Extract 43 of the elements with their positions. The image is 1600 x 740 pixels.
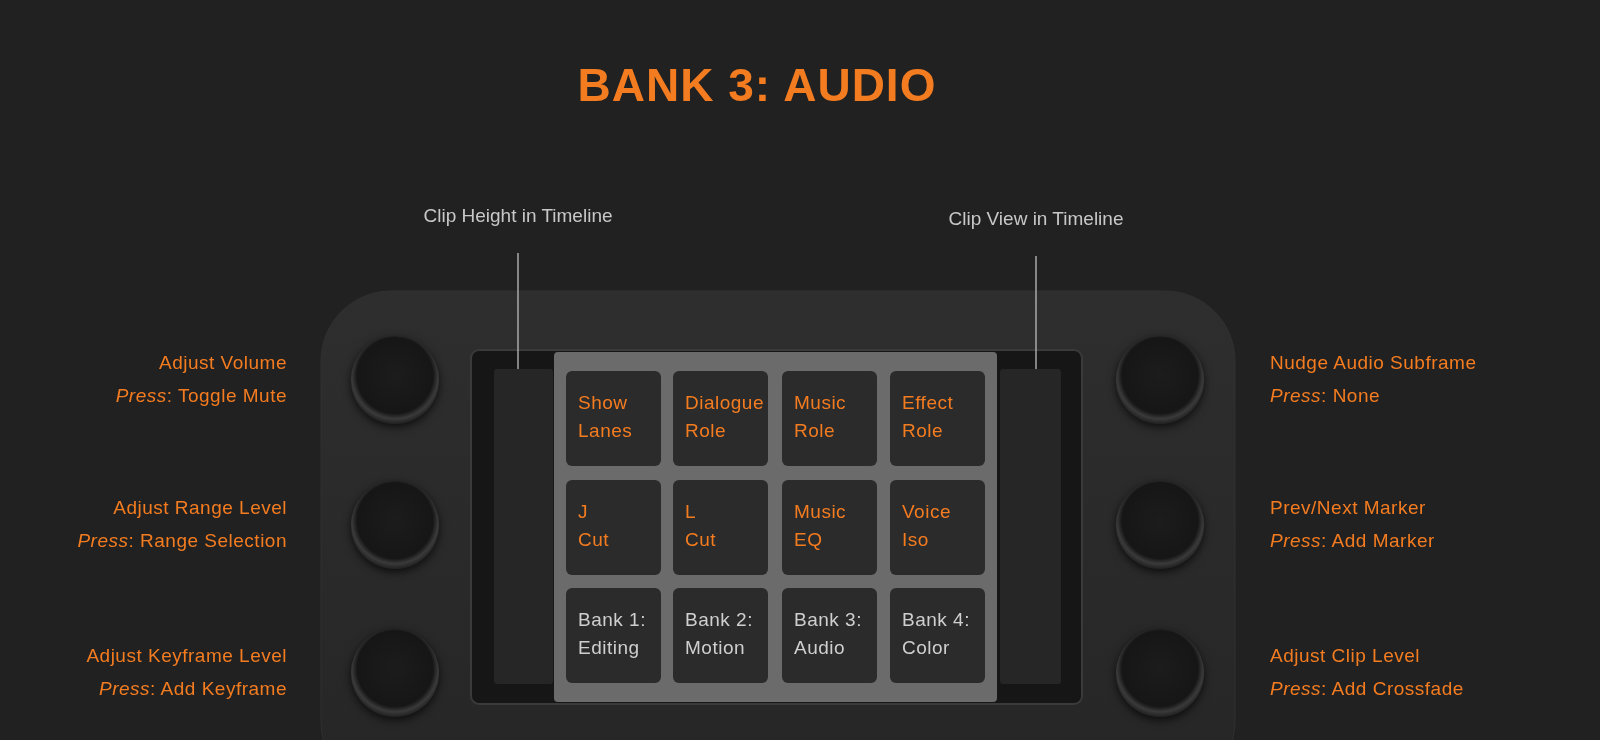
knob-function-label: Press: Add Keyframe [98,677,287,701]
leader-line [517,252,519,370]
touch-button [782,588,877,683]
touch-button [673,588,768,683]
knob-function-label: Adjust Keyframe Level [86,644,287,668]
button-label: Bank 3: Audio [794,608,863,660]
knob-function-label: Adjust Clip Level [1270,644,1422,668]
touch-button [782,480,877,575]
button-label: Dialogue Role [685,391,764,443]
button-label: Show Lanes [578,391,633,443]
title: BANK 3: AUDIO [576,58,938,112]
knob-function-label: Press: Add Marker [1270,529,1435,553]
knob-function-label: Adjust Volume [158,351,287,375]
button-label: Voice Iso [902,500,951,552]
button-label: Music EQ [794,500,847,552]
touch-button [566,588,661,683]
button-label: Bank 1: Editing [578,608,647,660]
touch-button [566,371,661,466]
touch-button [673,480,768,575]
button-label: J Cut [578,500,610,552]
knob-function-label: Adjust Range Level [112,496,287,520]
button-label: Bank 2: Motion [685,608,754,660]
button-label: Effect Role [902,391,954,443]
knob-function-label: Press: Toggle Mute [115,384,287,408]
button-label: Music Role [794,391,847,443]
touch-button [566,480,661,575]
callout-text: Clip View in Timeline [906,208,1166,234]
touch-button [782,371,877,466]
touch-button [890,480,985,575]
knob-function-label: Press: None [1270,384,1382,408]
button-label: L Cut [685,500,717,552]
callout-text: Clip Height in Timeline [388,205,648,231]
touch-button [890,371,985,466]
knob-function-label: Press: Add Crossfade [1270,677,1464,701]
side-touch-strip [494,369,553,684]
leader-line [1035,255,1037,370]
knob-function-label: Prev/Next Marker [1270,496,1427,520]
knob-function-label: Press: Range Selection [77,529,287,553]
knob-function-label: Nudge Audio Subframe [1270,351,1477,375]
touch-button [890,588,985,683]
side-touch-strip [1000,369,1061,684]
touch-button [673,371,768,466]
button-label: Bank 4: Color [902,608,971,660]
